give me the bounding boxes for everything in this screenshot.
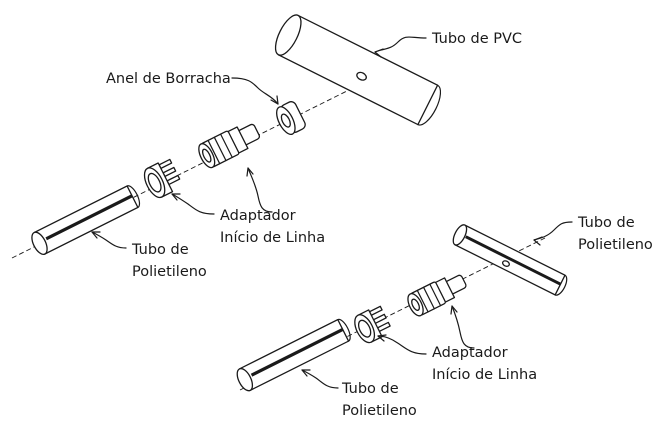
label-pe-tube-top-line2: Polietileno xyxy=(578,237,653,253)
adapter-1 xyxy=(198,123,261,169)
pe-tube-1-far-end xyxy=(126,185,141,209)
adapter-1-ribs xyxy=(207,133,233,165)
leader-pe-tube-2-arrow xyxy=(301,369,311,377)
pe-tube-2-stripe xyxy=(250,328,344,377)
pe-tube-1-near-end xyxy=(31,231,48,255)
leader-pvc-tube-arrow xyxy=(374,48,384,58)
leader-nut-1 xyxy=(171,193,215,215)
nut-2 xyxy=(354,305,391,344)
pvc-tube-right-end xyxy=(417,84,442,126)
label-adapter-1-line2: Início de Linha xyxy=(220,230,325,246)
leader-pe-tube-2 xyxy=(301,369,339,389)
rubber-ring-hole xyxy=(280,113,291,128)
leader-pe-tube-1 xyxy=(91,231,127,249)
label-adapter-2-line2: Início de Linha xyxy=(432,367,537,383)
pe-tube-2 xyxy=(236,318,351,392)
adapter-2 xyxy=(407,274,467,317)
leader-pe-tube-top-arrow xyxy=(533,236,543,246)
label-pe-tube-top-line1: Tubo de xyxy=(577,215,635,231)
pvc-tube-hole xyxy=(356,71,367,81)
nut-2-bore xyxy=(357,319,372,338)
pe-tube-top-left-end xyxy=(452,224,468,246)
nut-2-tooth xyxy=(376,321,391,333)
label-pvc-tube: Tubo de PVC xyxy=(431,31,522,47)
pe-tube-1 xyxy=(31,185,141,255)
rubber-ring xyxy=(276,101,306,136)
label-adapter-2-line1: Adaptador xyxy=(432,345,508,361)
leader-nut-2 xyxy=(377,335,427,355)
leader-nut-2-arrow xyxy=(377,334,387,342)
label-adapter-1-line1: Adaptador xyxy=(220,208,296,224)
adapter-1-bore xyxy=(201,148,212,163)
leader-adapter-2-arrow xyxy=(450,305,458,315)
pe-tube-top-hole xyxy=(501,260,510,267)
leader-rubber-ring-arrow xyxy=(270,95,279,105)
pe-tube-top-stripe xyxy=(465,235,562,286)
label-pe-tube-2-line1: Tubo de xyxy=(341,381,399,397)
label-pe-tube-1-line2: Polietileno xyxy=(132,264,207,280)
pvc-tube-body xyxy=(277,14,439,126)
pe-tube-2-far-end xyxy=(337,318,351,342)
label-pe-tube-1-line1: Tubo de xyxy=(131,242,189,258)
nut-1-bore xyxy=(147,172,162,193)
nut-1-tooth xyxy=(158,158,173,170)
leader-adapter-1-arrow xyxy=(246,167,254,177)
pe-tube-top-right-end xyxy=(554,274,568,296)
leader-adapter-1 xyxy=(247,167,273,213)
label-pe-tube-2-line2: Polietileno xyxy=(342,403,417,419)
nut-2-tooth xyxy=(372,313,387,324)
leader-adapter-2 xyxy=(451,305,475,349)
nut-1 xyxy=(143,158,181,199)
pe-tube-1-stripe xyxy=(45,194,133,241)
pvc-tube xyxy=(274,14,442,126)
pe-tube-2-near-end xyxy=(236,367,254,392)
leader-nut-1-arrow xyxy=(171,193,181,201)
pvc-tube-left-end xyxy=(274,14,302,56)
label-rubber-ring: Anel de Borracha xyxy=(106,71,231,87)
adapter-2-bore xyxy=(411,298,420,311)
pe-tube-top xyxy=(452,224,568,296)
adapter-2-ribs xyxy=(416,283,442,313)
leader-pe-tube-1-arrow xyxy=(91,231,101,239)
nut-2-tooth xyxy=(368,305,383,316)
leader-rubber-ring xyxy=(231,77,279,105)
nut-1-tooth xyxy=(162,166,177,178)
nut-1-tooth xyxy=(166,174,181,186)
